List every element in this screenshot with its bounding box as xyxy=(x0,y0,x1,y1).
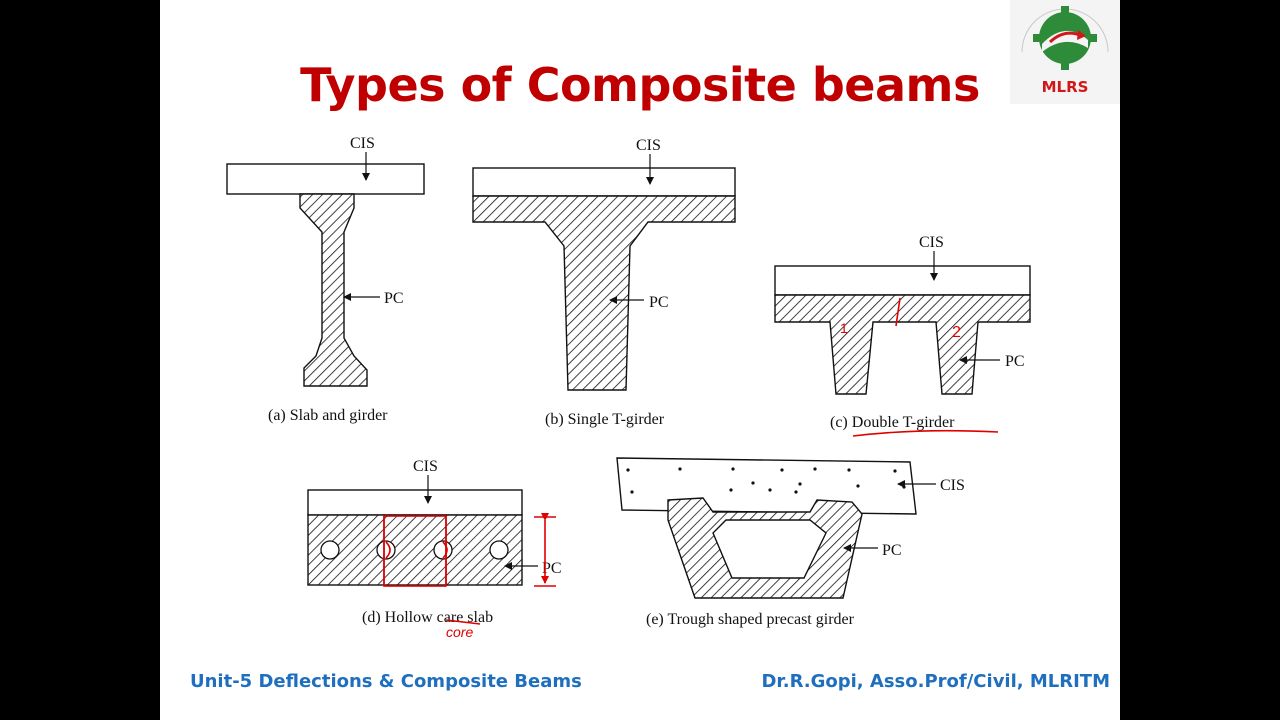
logo-text: MLRS xyxy=(1042,78,1089,96)
figure-c-annotation-1: 1 xyxy=(840,320,848,336)
figure-c-cis-label: CIS xyxy=(919,234,944,251)
figure-c-pc-label: PC xyxy=(1005,353,1025,370)
figure-e-trough-girder: CIS PC (e) Trough shaped precast girder xyxy=(616,457,965,628)
figure-c-annotation-2: 2 xyxy=(952,324,961,341)
composite-beams-diagram: CIS PC (a) Slab and girder CIS PC (b) Si… xyxy=(226,135,1031,640)
figure-a-slab-and-girder: CIS PC (a) Slab and girder xyxy=(226,135,425,424)
mlrs-logo: MLRS xyxy=(1010,0,1120,104)
figure-e-cis-label: CIS xyxy=(940,477,965,494)
figure-c-caption: (c) Double T-girder xyxy=(830,414,955,431)
figure-d-annotation-marks xyxy=(383,513,556,625)
slide: Types of Composite beams MLRS xyxy=(160,0,1120,720)
footer-author: Dr.R.Gopi, Asso.Prof/Civil, MLRITM xyxy=(761,671,1110,692)
figure-b-pc-label: PC xyxy=(649,294,669,311)
figure-b-single-t-girder: CIS PC (b) Single T-girder xyxy=(472,137,736,428)
figure-a-cis-label: CIS xyxy=(350,135,375,152)
figure-c-double-t-girder: CIS PC (c) Double T-girder 1 2 xyxy=(774,234,1031,437)
figure-a-caption: (a) Slab and girder xyxy=(268,407,388,424)
figure-a-pc-label: PC xyxy=(384,290,404,307)
figure-d-annotation-core: core xyxy=(446,624,473,640)
figure-e-pc-label: PC xyxy=(882,542,902,559)
figure-d-hollow-core-slab: CIS PC (d) Hollow care slab core xyxy=(307,458,562,640)
figure-c-annotation-marks xyxy=(852,297,999,437)
figure-b-caption: (b) Single T-girder xyxy=(545,411,665,428)
figure-e-caption: (e) Trough shaped precast girder xyxy=(646,611,855,628)
figure-b-cis-label: CIS xyxy=(636,137,661,154)
footer-unit-title: Unit-5 Deflections & Composite Beams xyxy=(190,671,582,692)
slide-title: Types of Composite beams xyxy=(300,58,980,112)
figure-d-cis-label: CIS xyxy=(413,458,438,475)
